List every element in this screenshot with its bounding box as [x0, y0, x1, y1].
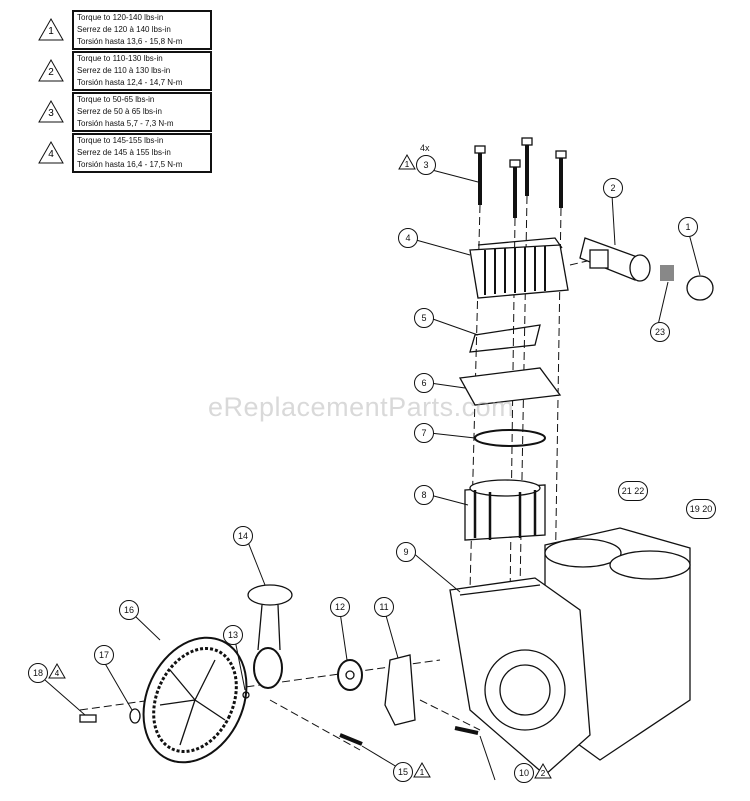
torque-spec-box: Torque to 120-140 lbs-in Serrez de 120 à…	[72, 10, 212, 50]
callout-19-20: 19 20	[686, 499, 716, 519]
callout-14: 14	[233, 526, 253, 546]
torque-symbol-icon: 1	[413, 762, 431, 778]
callout-17: 17	[94, 645, 114, 665]
torque-symbol-icon: 2	[534, 763, 552, 779]
torque-symbol-icon: 1	[398, 154, 416, 170]
legend-row-4: 4 Torque to 145-155 lbs-in Serrez de 145…	[38, 133, 212, 173]
callout-9: 9	[396, 542, 416, 562]
bearing-part	[337, 659, 363, 691]
callout-6: 6	[414, 373, 434, 393]
watermark: eReplacementParts.com	[208, 392, 515, 422]
legend-row-2: 2 Torque to 110-130 lbs-in Serrez de 110…	[38, 51, 212, 91]
torque-symbol-icon: 1	[38, 17, 68, 43]
cylinder-sleeve-part	[464, 479, 546, 541]
callout-5: 5	[414, 308, 434, 328]
fan-part	[142, 636, 248, 764]
cylinder-head-part	[469, 237, 569, 299]
gasket-part	[469, 324, 541, 353]
o-ring-part	[474, 429, 546, 447]
pin-part	[242, 691, 250, 699]
torque-symbol-icon: 3	[38, 99, 68, 125]
quantity-label: 4x	[420, 143, 430, 153]
filter-element-part	[660, 265, 674, 281]
crankcase-part	[449, 577, 591, 776]
valve-plate-part	[458, 367, 562, 406]
leader-lines	[44, 169, 701, 781]
torque-symbol-icon: 2	[38, 58, 68, 84]
callout-21-22: 21 22	[618, 481, 648, 501]
callout-16: 16	[119, 600, 139, 620]
callout-8: 8	[414, 485, 434, 505]
filter-cap-part	[686, 275, 714, 301]
torque-spec-box: Torque to 145-155 lbs-in Serrez de 145 à…	[72, 133, 212, 173]
callout-7: 7	[414, 423, 434, 443]
torque-spec-box: Torque to 50-65 lbs-in Serrez de 50 à 65…	[72, 92, 212, 132]
intake-tube-part	[579, 237, 651, 282]
fan-bolt-part	[79, 714, 97, 723]
torque-spec-box: Torque to 110-130 lbs-in Serrez de 110 à…	[72, 51, 212, 91]
connecting-rod-part	[247, 584, 293, 689]
callout-12: 12	[330, 597, 350, 617]
callout-2: 2	[603, 178, 623, 198]
callout-1: 1	[678, 217, 698, 237]
callout-15: 15	[393, 762, 413, 782]
washer-part	[129, 708, 141, 724]
legend-row-3: 3 Torque to 50-65 lbs-in Serrez de 50 à …	[38, 92, 212, 132]
crankcase-screw-part	[454, 726, 479, 735]
callout-4: 4	[398, 228, 418, 248]
callout-3: 3	[416, 155, 436, 175]
torque-symbol-icon: 4	[38, 140, 68, 166]
callout-18: 18	[28, 663, 48, 683]
rod-screw-part	[339, 733, 363, 746]
eccentric-part	[384, 654, 416, 726]
callout-11: 11	[374, 597, 394, 617]
legend-row-1: 1 Torque to 120-140 lbs-in Serrez de 120…	[38, 10, 212, 50]
callout-13: 13	[223, 625, 243, 645]
torque-symbol-icon: 4	[48, 663, 66, 679]
callout-10: 10	[514, 763, 534, 783]
head-bolt-part	[474, 137, 567, 218]
callout-23: 23	[650, 322, 670, 342]
